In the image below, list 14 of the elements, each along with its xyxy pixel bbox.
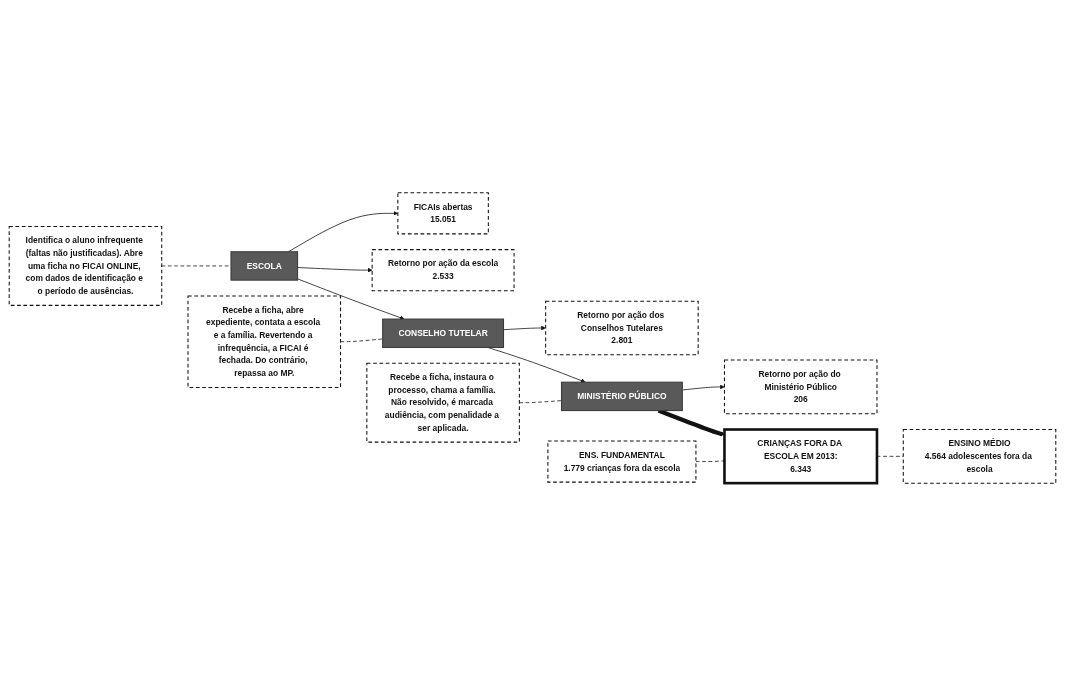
node-box: Retorno por ação da escola 2.533 [371, 249, 515, 292]
node-box: Identifica o aluno infrequente (faltas não justificadas). Abre uma ficha no FICAI ONLINE, com dados de identificação e o período de ausências. [8, 225, 163, 306]
node-box: Retorno por ação dos Conselhos Tutelares 2.801 [545, 300, 699, 356]
node-box: Recebe a ficha, instaura o processo, chama a família. Não resolvido, é marcada audiência, com penalidade a ser aplicada. [366, 362, 520, 443]
node-box: MINISTÉRIO PÚBLICO [560, 381, 683, 412]
node-box: CRIANÇAS FORA DA ESCOLA EM 2013: 6.343 [723, 428, 879, 485]
node-box: Retorno por ação do Ministério Público 206 [723, 359, 878, 415]
connector [695, 460, 725, 462]
node-box: FICAIs abertas 15.051 [397, 192, 489, 235]
node-box: ENSINO MÉDIO 4.564 adolescentes fora da escola [902, 429, 1057, 484]
node-box: ENS. FUNDAMENTAL 1.779 crianças fora da escola [547, 440, 697, 483]
node-box: ESCOLA [230, 251, 299, 281]
node-box: CONSELHO TUTELAR [382, 318, 505, 348]
node-box: Recebe a ficha, abre expediente, contata a escola e a família. Revertendo a infrequência, a FICAI é fechada. Do contrário, repassa ao MP. [187, 295, 342, 388]
